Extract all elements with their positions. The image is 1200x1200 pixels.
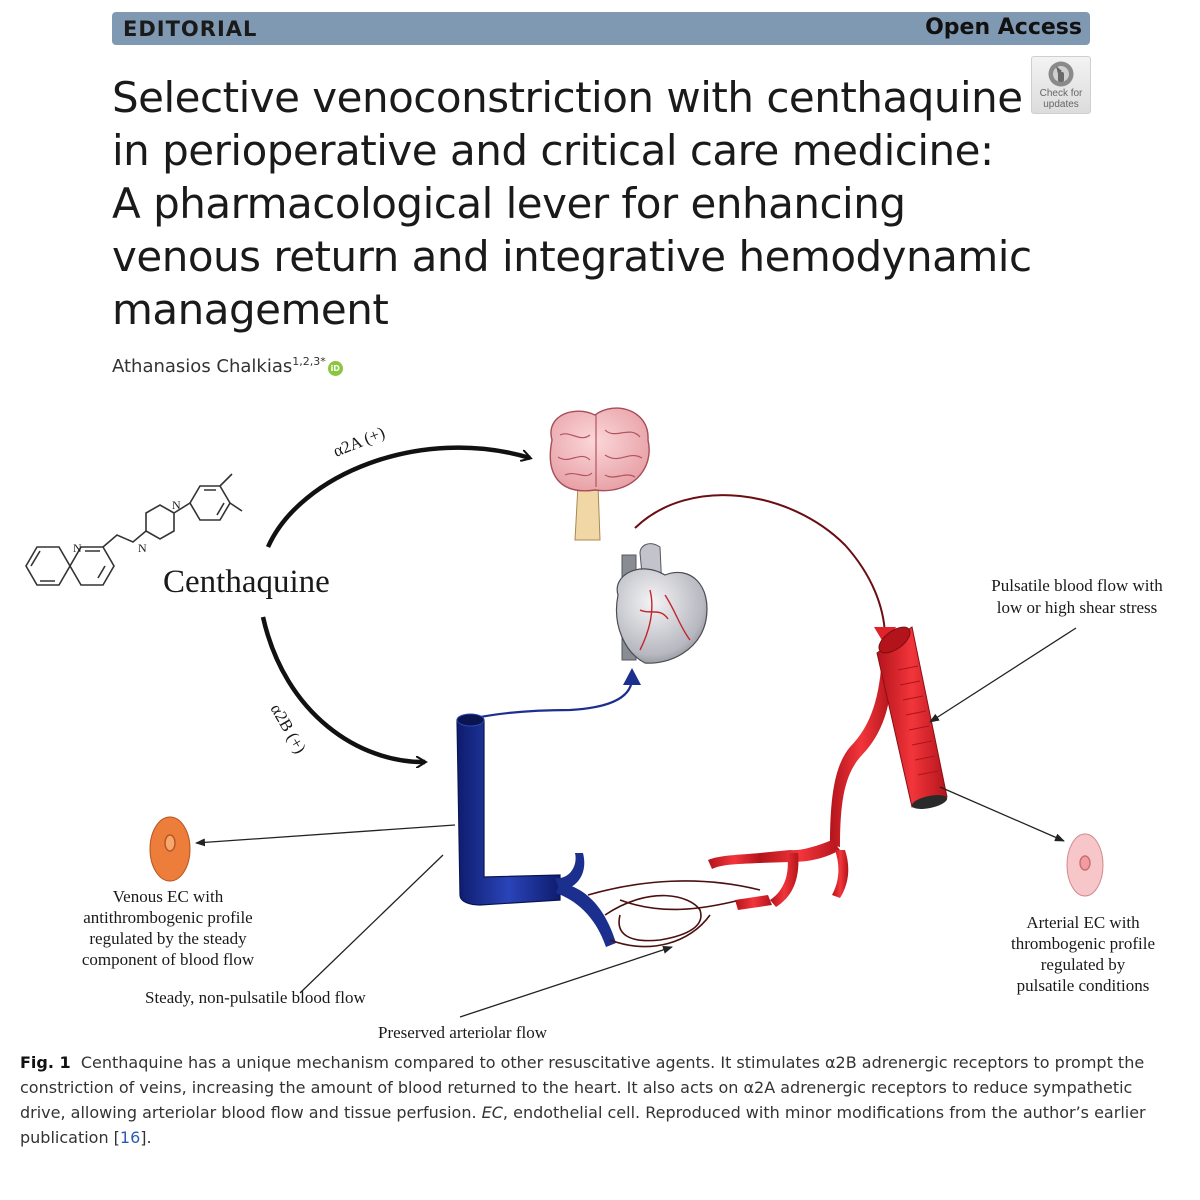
check-for-updates-button[interactable]: Check for updates (1031, 56, 1091, 114)
svg-text:Venous EC with: Venous EC with (113, 887, 224, 906)
arterial-ec-pointer (939, 786, 1065, 842)
section-banner: EDITORIAL Open Access (112, 12, 1090, 45)
steady-flow-pointer (299, 854, 444, 994)
caption-ec-abbrev: EC (481, 1103, 503, 1122)
alpha2a-label: α2A (+) (330, 423, 387, 461)
svg-text:Arterial EC with: Arterial EC with (1026, 913, 1140, 932)
check-updates-line2: updates (1043, 99, 1079, 110)
venous-ec-pointer (195, 824, 456, 847)
heart-icon (615, 543, 708, 664)
figure-caption: Fig. 1 Centhaquine has a unique mechanis… (20, 1050, 1180, 1150)
brain-to-artery-arrow (634, 494, 886, 636)
author-name[interactable]: Athanasios Chalkias (112, 356, 293, 377)
atom-n-piperazine-1: N (138, 541, 147, 555)
svg-text:low or high shear stress: low or high shear stress (997, 598, 1158, 617)
pulsatile-pointer (929, 627, 1077, 723)
check-updates-line1: Check for (1039, 88, 1083, 99)
title-line: venous return and integrative hemodynami… (112, 232, 1032, 281)
reference-link[interactable]: 16 (119, 1128, 141, 1147)
drug-name-label: Centhaquine (163, 564, 330, 600)
vein-vessel (456, 713, 616, 947)
article-type: EDITORIAL (123, 17, 258, 41)
author-line: Athanasios Chalkias1,2,3*iD (112, 355, 343, 377)
svg-text:regulated by: regulated by (1041, 955, 1126, 974)
check-updates-icon (1048, 61, 1074, 87)
artery-vessel (708, 626, 948, 910)
arterial-endothelial-cell (1066, 833, 1104, 897)
arteriolar-flow-pointer (459, 946, 673, 1018)
alpha2a-arrow (265, 445, 530, 548)
venous-return-arrow (474, 679, 634, 720)
caption-text: Centhaquine has a unique mechanism compa… (20, 1053, 1145, 1122)
caption-text-2: , endothelial cell. Reproduced with mino… (20, 1103, 1146, 1147)
svg-text:Pulsatile blood flow with: Pulsatile blood flow with (991, 576, 1163, 595)
steady-flow-label: Steady, non-pulsatile blood flow (145, 988, 367, 1007)
brain-icon (549, 407, 650, 541)
caption-label: Fig. 1 (20, 1053, 71, 1072)
svg-text:regulated by the steady: regulated by the steady (89, 929, 247, 948)
alpha2b-label: α2B (+) (267, 701, 310, 757)
atom-n-quinoline: N (73, 541, 82, 555)
article-title: Selective venoconstriction with centhaqu… (112, 71, 1032, 336)
orcid-icon[interactable]: iD (327, 361, 343, 376)
title-line: A pharmacological lever for enhancing (112, 179, 906, 228)
figure-1: N N N Centhaquine α2A (+) α2B (+) (25, 407, 1163, 1042)
venous-endothelial-cell (149, 816, 191, 882)
svg-text:thrombogenic profile: thrombogenic profile (1011, 934, 1155, 953)
caption-text-3: ]. (140, 1128, 152, 1147)
title-line: Selective venoconstriction with centhaqu… (112, 73, 1023, 122)
pulsatile-flow-label: Pulsatile blood flow with low or high sh… (991, 576, 1163, 617)
svg-text:component of blood flow: component of blood flow (82, 950, 255, 969)
arterial-ec-label: Arterial EC with thrombogenic profile re… (1011, 913, 1155, 995)
arteriolar-flow-label: Preserved arteriolar flow (378, 1023, 548, 1042)
author-affiliations: 1,2,3* (292, 355, 326, 368)
alpha2b-arrow (260, 616, 425, 762)
venous-ec-label: Venous EC with antithrombogenic profile … (82, 887, 255, 969)
title-line: management (112, 285, 389, 334)
atom-n-piperazine-2: N (172, 498, 181, 512)
svg-text:antithrombogenic profile: antithrombogenic profile (83, 908, 252, 927)
capillary-network (587, 880, 761, 948)
centhaquine-structure (25, 473, 243, 586)
svg-text:pulsatile conditions: pulsatile conditions (1017, 976, 1150, 995)
open-access-label[interactable]: Open Access (925, 15, 1082, 40)
title-line: in perioperative and critical care medic… (112, 126, 994, 175)
